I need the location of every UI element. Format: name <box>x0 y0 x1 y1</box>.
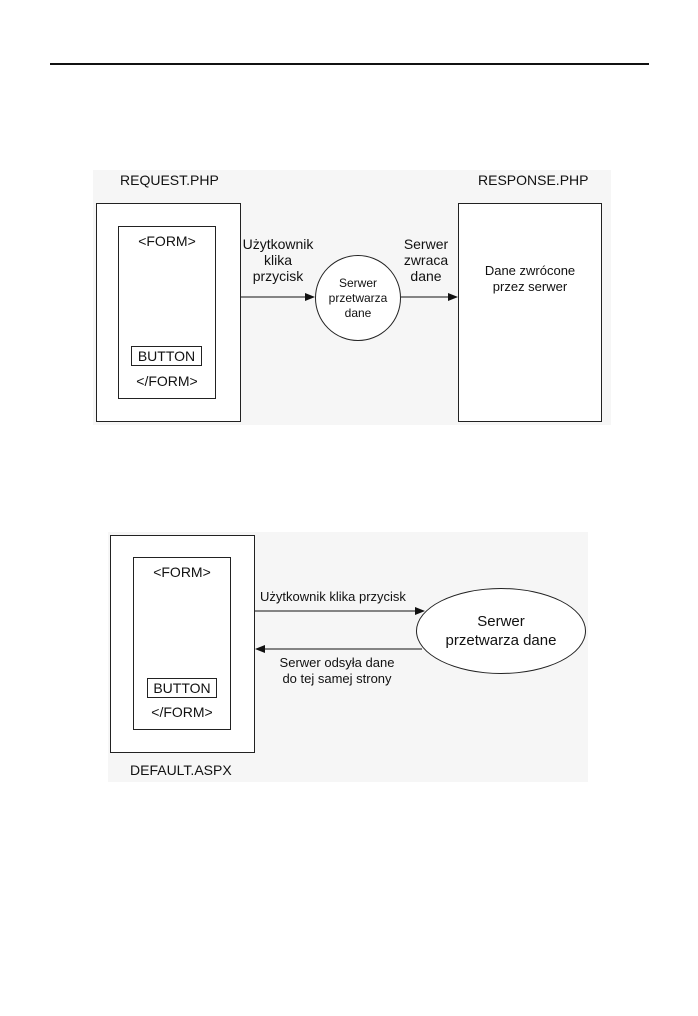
header-rule <box>50 63 649 65</box>
arrow-label-line: Użytkownik <box>242 236 314 252</box>
request-page-title: REQUEST.PHP <box>120 172 219 188</box>
form-close-tag: </FORM> <box>151 704 213 720</box>
server-label-line: Serwer <box>338 275 377 290</box>
arrow-label-line: dane <box>410 268 442 284</box>
arrow-label-line: przycisk <box>252 268 304 284</box>
arrow-label-user-clicks: Użytkownik klika przycisk <box>260 589 406 604</box>
server-label-line: przetwarza dane <box>445 632 557 649</box>
request-form-box <box>118 226 216 399</box>
form-open-tag: <FORM> <box>138 233 196 249</box>
response-page-box: Dane zwrócone przez serwer <box>458 203 602 422</box>
arrow-label-user-clicks: Użytkownik klika przycisk <box>238 236 318 284</box>
server-process-ellipse: Serwer przetwarza dane <box>416 588 586 674</box>
form-close-tag: </FORM> <box>136 373 198 389</box>
arrow-label-server-returns: Serwer zwraca dane <box>393 236 459 284</box>
arrow-label-line: zwraca <box>403 252 449 268</box>
form-open-tag: <FORM> <box>153 564 211 580</box>
form-button: BUTTON <box>147 678 217 698</box>
arrow-label-server-sends-back: Serwer odsyła dane do tej samej strony <box>262 655 412 687</box>
server-label-line: dane <box>344 305 372 320</box>
default-form-box <box>133 557 231 730</box>
arrow-label-line: do tej samej strony <box>282 671 392 686</box>
response-text-line: przez serwer <box>492 279 568 294</box>
response-text-line: Dane zwrócone <box>484 263 576 278</box>
server-label-line: przetwarza <box>328 290 388 305</box>
server-process-circle: Serwer przetwarza dane <box>315 255 401 341</box>
arrow-label-line: Serwer <box>403 236 449 252</box>
arrow-label-line: klika <box>263 252 292 268</box>
response-page-title: RESPONSE.PHP <box>478 172 589 188</box>
server-label-line: Serwer <box>477 613 525 630</box>
arrow-label-line: Serwer odsyła dane <box>279 655 395 670</box>
default-page-title: DEFAULT.ASPX <box>130 762 232 778</box>
form-button: BUTTON <box>131 346 202 366</box>
